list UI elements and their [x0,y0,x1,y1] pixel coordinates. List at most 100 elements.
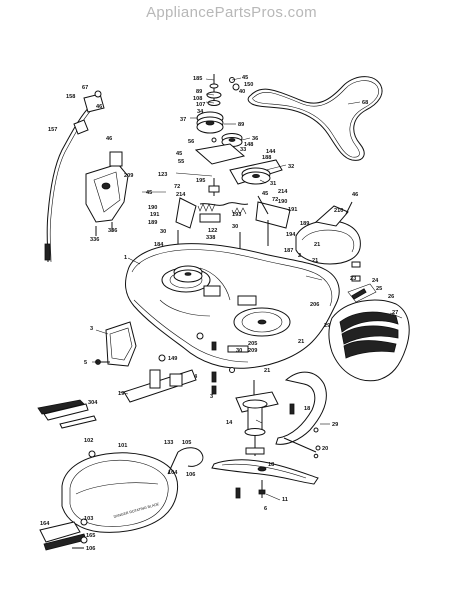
deck-cover-plate: DANGER ROTATING BLADE [61,447,204,533]
mower-blade [211,459,319,498]
callout: 165 [86,533,95,539]
callout: 89 [238,122,244,128]
callout: 205 [248,341,257,347]
callout: 336 [90,237,99,243]
callout: 185 [193,76,202,82]
callout: 209 [124,173,133,179]
callout: 206 [310,302,319,308]
callout: 106 [186,472,195,478]
callout: 104 [168,470,178,476]
hardware-bolts [196,261,367,499]
callout: 40 [239,89,245,95]
callout: 46 [106,136,112,142]
callout: 190 [278,199,287,205]
callout: 19 [118,391,124,397]
belt-cover-right [295,201,361,265]
callout: 148 [244,142,253,148]
callout: 103 [84,516,93,522]
callout: 184 [154,242,164,248]
callout: 72 [174,184,180,190]
callout: 187 [284,248,293,254]
callout: 56 [188,139,194,145]
callout: 2 [298,253,301,259]
callout: 122 [208,228,217,234]
callout: 4 [194,374,198,380]
callout: 29 [332,422,338,428]
callout: 194 [286,232,296,238]
callout: 189 [148,220,157,226]
callout: 106 [86,546,95,552]
callout: 45 [146,190,152,196]
idler-arm-pulley [208,159,283,215]
callout: 30 [160,229,166,235]
drive-belt [247,76,383,161]
callout: 123 [158,172,167,178]
lift-cable-assembly [44,90,129,263]
leader-lines [92,77,403,501]
callout: 188 [262,155,271,161]
callout: 36 [252,136,258,142]
callout: 157 [48,127,57,133]
callout: 5 [84,360,87,366]
callout: 67 [82,85,88,91]
callout: 102 [84,438,93,444]
callout: 45 [242,75,248,81]
callout: 21 [298,339,304,345]
callout: 68 [362,100,368,106]
callout: 21 [312,258,318,264]
stabilizer-rod-right [275,371,327,459]
idler-pulley-assembly [194,74,246,165]
callout: 3 [90,326,93,332]
callout: 46 [352,192,358,198]
callout: 210 [334,208,343,214]
callout: 14 [226,420,233,426]
callout: 29 [324,323,330,329]
callout: 34 [197,109,204,115]
front-gauge-bracket [37,399,97,429]
bottom-linkage [39,518,88,551]
callout: 193 [232,212,241,218]
callout: 6 [264,506,267,512]
callout: 108 [193,96,202,102]
callout: 33 [240,147,246,153]
callout: 31 [270,181,276,187]
mower-deck-housing [125,243,340,369]
callout: 46 [96,104,102,110]
callout: 209 [248,348,257,354]
callout: 164 [40,521,50,527]
callout: 149 [168,356,177,362]
callout: 190 [148,205,157,211]
discharge-chute [328,283,410,382]
callout: 144 [266,149,276,155]
callout: 23 [350,276,356,282]
callout: 150 [244,82,253,88]
callout: 25 [376,286,382,292]
callout: 37 [180,117,186,123]
callout: 20 [322,446,328,452]
callout: 304 [88,400,98,406]
callout: 336 [108,228,117,234]
callout: 189 [300,221,309,227]
callout: 55 [178,159,184,165]
callout: 3 [210,394,213,400]
callout: 89 [196,89,202,95]
callout: 21 [314,242,320,248]
callout: 45 [262,191,268,197]
callout: 18 [268,462,274,468]
callout: 101 [118,443,127,449]
callout: 158 [66,94,75,100]
callout: 21 [264,368,270,374]
callout: 133 [164,440,173,446]
callout: 27 [392,310,398,316]
callout: 1 [124,255,127,261]
callout: 191 [288,207,297,213]
callout: 72 [272,197,278,203]
part-callouts: 185 45 150 89 40 108 107 68 34 37 89 36 … [40,75,398,552]
callout: 32 [288,164,294,170]
callout: 338 [206,235,215,241]
site-watermark: AppliancePartsPros.com [146,4,317,21]
callout: 18 [304,406,310,412]
callout: 26 [388,294,394,300]
callout: 45 [176,151,182,157]
